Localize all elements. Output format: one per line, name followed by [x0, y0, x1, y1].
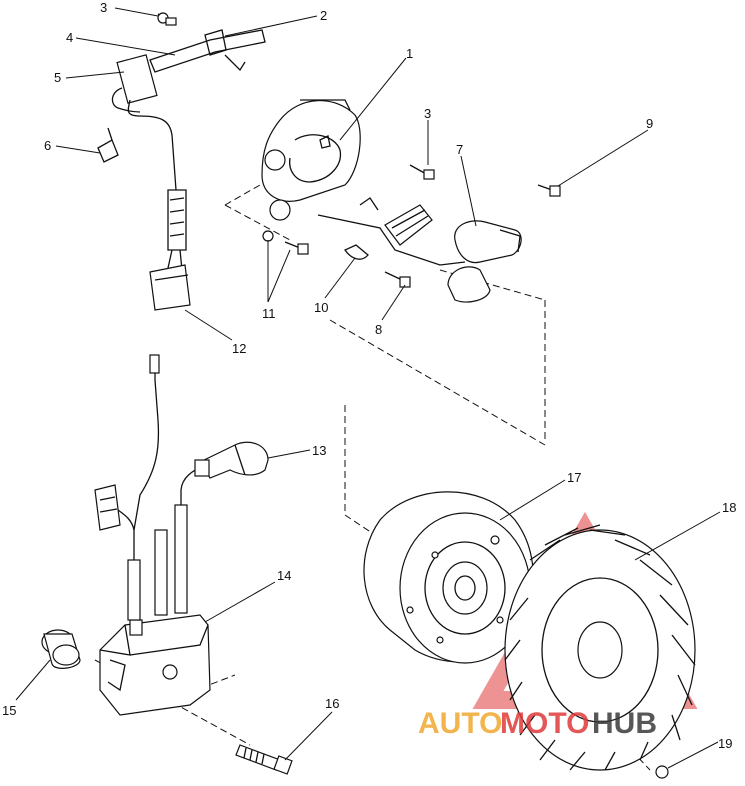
- callout-4: 4: [66, 30, 73, 45]
- screw-3-top: [157, 12, 177, 26]
- callout-11: 11: [262, 306, 276, 321]
- pickup-coil-7: [447, 220, 522, 303]
- callout-13: 13: [312, 443, 326, 458]
- callout-12: 12: [232, 341, 246, 356]
- screw-19: [655, 765, 669, 779]
- callout-5: 5: [54, 70, 61, 85]
- harness-bracket: [111, 29, 266, 191]
- bolt-16: [235, 744, 293, 775]
- stator-coil: [317, 197, 466, 266]
- callout-7: 7: [456, 142, 463, 157]
- callout-15: 15: [2, 703, 16, 718]
- callout-19: 19: [718, 736, 732, 751]
- callout-1: 1: [406, 46, 413, 61]
- coil-leads: [117, 354, 206, 621]
- screw-9: [537, 184, 561, 197]
- leader-lines: [15, 7, 721, 769]
- callout-14: 14: [277, 568, 291, 583]
- screw-8: [384, 271, 411, 288]
- watermark-auto: AUTO: [418, 707, 502, 740]
- cooling-fan-18: [504, 524, 696, 771]
- callout-3-right: 3: [424, 106, 431, 121]
- callout-16: 16: [325, 696, 339, 711]
- coil-connector: [94, 484, 121, 531]
- callout-6: 6: [44, 138, 51, 153]
- watermark-text: AUTO MOTO HUB: [418, 707, 657, 740]
- grommet-15: [41, 629, 81, 669]
- callout-17: 17: [567, 470, 581, 485]
- clip-6: [97, 127, 119, 163]
- ignition-coil-14: [99, 614, 211, 716]
- watermark-hub: HUB: [592, 707, 657, 740]
- callout-9: 9: [646, 116, 653, 131]
- screw-3-right: [409, 164, 435, 180]
- callout-8: 8: [375, 322, 382, 337]
- callout-10: 10: [314, 300, 328, 315]
- watermark-moto: MOTO: [500, 707, 589, 740]
- callout-2: 2: [320, 8, 327, 23]
- screw-11: [262, 230, 309, 255]
- callout-18: 18: [722, 500, 736, 515]
- callout-3-top: 3: [100, 0, 107, 15]
- spark-plug-cap-13: [194, 441, 269, 479]
- callout-labels: 3 2 4 5 6 1 3 7 9 10 11 8 12 13 14 15 16…: [2, 0, 736, 751]
- stator-plate: [261, 99, 361, 221]
- connector-12: [149, 189, 191, 311]
